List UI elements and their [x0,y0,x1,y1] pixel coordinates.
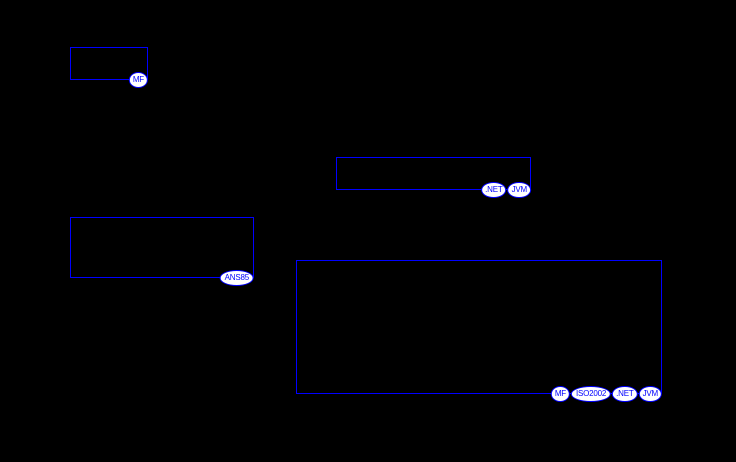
platform-badge-net[interactable]: .NET [481,182,507,198]
platform-badge-net[interactable]: .NET [612,386,638,402]
component-box-3[interactable] [70,217,254,278]
platform-badge-mf[interactable]: MF [550,386,570,402]
badge-row-3: ANS85 [219,270,254,286]
component-box-1[interactable] [70,47,148,80]
badge-row-1: MF [128,72,148,88]
platform-badge-mf[interactable]: MF [128,72,148,88]
platform-badge-jvm[interactable]: JVM [507,182,531,198]
platform-badge-ans85[interactable]: ANS85 [219,270,254,286]
component-box-4[interactable] [296,260,662,394]
platform-badge-iso2002[interactable]: ISO2002 [570,386,612,402]
platform-badge-jvm[interactable]: JVM [638,386,662,402]
